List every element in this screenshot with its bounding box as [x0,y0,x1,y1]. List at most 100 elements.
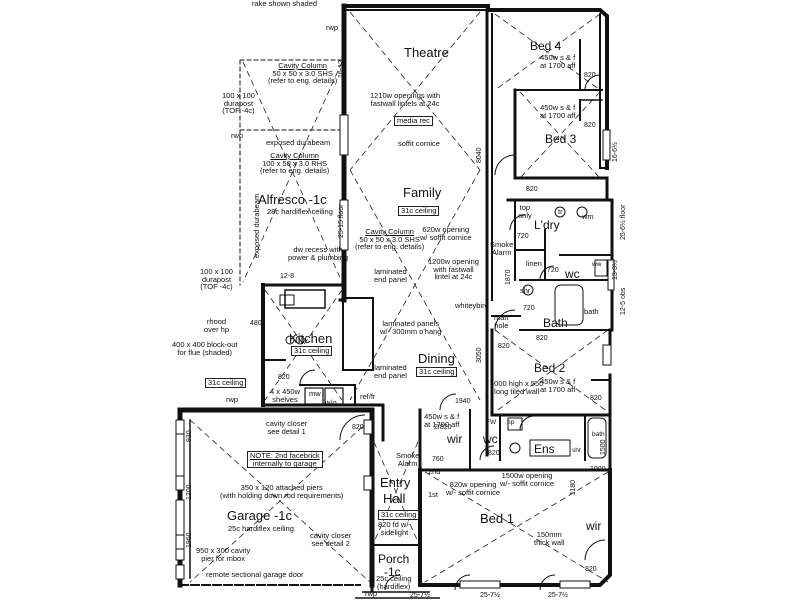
man-hole-a: man [494,313,509,322]
fw-label: FW [486,419,497,426]
smoke-alarm-2: Smoke Alarm [396,452,419,467]
fixtures [279,206,608,459]
durapost-2-type: durapost [201,274,232,284]
room-bed2: Bed 2 [534,361,566,375]
note-2nd-b: internally to garage [252,458,317,468]
sidelight-a: 820 fd w/- [378,520,411,529]
thick-wall-note: 150mm thick wall [534,531,564,546]
pier-350-b: (with holding down rod requirements) [220,490,344,500]
dim-25-7-a: 25-7½ [410,592,430,599]
rwp-label-1: rwp [326,23,339,32]
note-2nd-a: NOTE: 2nd facebrick [250,451,320,460]
dim-1960: 1960 [186,532,193,548]
opening-820-b: w/- soffit cornice [446,487,501,497]
dim-820-bed2-robe: 820 [590,395,602,402]
sidelight-b: sidelight [380,527,409,537]
bed2-robe-a: 450w s & f [540,377,576,386]
laminated-panels-note: laminated panels w/- 300mm o'hang [380,320,441,335]
room-wc1: wc [565,267,580,281]
opening-620-size: 620w opening [422,225,470,234]
note-2nd-facebrick: NOTE: 2nd facebrick internally to garage [247,451,323,468]
bed3-robe-a: 450w s & f [540,103,576,112]
dim-820-garage-door: 820 [352,424,364,431]
top-only-a: top [519,203,531,212]
durapost-1-size: 100 x 100 [222,91,255,100]
bed2-window-a: 1000 high x 550 [490,379,544,388]
room-wc2: wc [483,432,498,446]
bed3-robe-note: 450w s & f at 1700 aff [540,104,575,119]
cavity-closer-2-b: see detail 2 [311,538,350,548]
cavity-closer-2-a: cavity closer [310,531,352,540]
second-label: 2nd [428,467,441,476]
rwp-label-3: rwp [226,395,239,404]
bath2-label: bath [592,431,605,438]
top-only-note: top only [518,204,532,219]
hp-label: hp [507,419,515,426]
room-porch: Porch [378,552,410,566]
smoke-alarm-2-a: Smoke [396,451,420,460]
thick-wall-b: thick wall [534,537,565,547]
sidelight-note: 820 fd w/- sidelight [378,521,411,536]
room-laundry: L'dry [534,218,560,232]
cavity-column-1-title: Cavity Column [278,61,327,70]
porch-ceiling-note: 25c ceiling (hardiflex) [376,575,411,590]
opening-1500-a: 1500w opening [501,471,553,480]
cavity-column-3-size: 50 x 50 x 3.0 SHS [359,234,420,244]
ww-label: ww [592,261,602,268]
dim-25-15: 25-15 floor [338,204,345,238]
dim-910: 930 [186,430,193,442]
durapost-2-tof: (TOF -4c) [200,282,233,291]
blockout-note: 400 x 400 block-out for flue (shaded) [172,341,237,356]
cavity-column-3-title: Cavity Column [365,227,414,236]
alfresco-ceiling-note: 28c hardiflex ceiling [267,207,333,216]
hall-ceiling-badge: 31c ceiling [378,510,420,520]
bed2-window-note: 1000 high x 550 long tiled wall [490,380,543,395]
dw-recess-note: dw recess with power & plumbing [288,246,348,261]
porch-step [355,591,440,599]
cavity-column-2-size: 100 x 50 x 3.0 RHS [262,158,328,168]
laminated-end-panel-1: laminated end panel [374,268,407,283]
pier-350-a: 350 x 120 attached piers [240,483,323,492]
blockout-b: for flue (shaded) [177,347,233,357]
laminated-end-1-b: end panel [374,274,407,284]
dim-760: 760 [432,456,444,463]
porch-ceiling-a: 25c ceiling [376,574,412,583]
smoke-alarm-1-a: Smoke [490,240,514,249]
pier-350-note: 350 x 120 attached piers (with holding d… [220,484,343,499]
cavity-column-1-size: 50 x 50 x 3.0 SHS [272,68,333,78]
opening-1500-note: 1500w opening w/- soffit cornice [500,472,554,487]
opening-1200-note: 1200w opening with fastwall lintel at 24… [428,258,479,281]
remote-door-note: remote sectional garage door [206,570,304,579]
bed2-window-b: long tiled wall [494,386,540,396]
tr-label: tr [558,207,563,216]
bed2-robe-note: 450w s & f at 1700 aff [540,378,575,393]
ref-fr-label: ref/fr [360,392,376,401]
opening-820-note: 820w opening w/- soffit cornice [446,481,500,496]
opening-620-note: 620w opening w/ soffit cornice [420,226,472,241]
room-theatre: Theatre [404,45,449,60]
durapost-1: 100 x 100 durapost (TOF -4c) [222,92,255,115]
durapost-1-tof: (TOF -4c) [222,106,255,115]
exposed-durabeam-vertical: exposed durabeam [252,193,261,258]
cavity-column-3: Cavity Column 50 x 50 x 3.0 SHS (refer t… [355,228,424,251]
garage-piers [175,419,373,580]
room-dining: Dining [418,351,455,366]
wir-shelf-a: 450w s & f [424,412,460,421]
room-bath: Bath [543,316,568,330]
rwp-label-4: rwp [365,589,378,598]
opening-1500-b: w/- soffit cornice [500,478,555,488]
cavity-closer-1-a: cavity closer [266,419,308,428]
smoke-alarm-1-b: Alarm [491,247,512,257]
wir-shelf-note: 450w s & f at 1700 aff [424,413,459,428]
whiteybird-note: whiteybird [455,301,489,310]
room-bed3: Bed 3 [545,132,577,146]
laminated-panels-b: w/- 300mm o'hang [380,326,442,336]
room-ens: Ens [534,442,555,456]
shelves-count: 4 x 450w [270,387,301,396]
smoke-alarm-1: Smoke Alarm [490,241,513,256]
rake-note: rake shown shaded [252,0,318,8]
mw-label: mw [309,389,321,398]
shelves-label: shelves [272,394,298,404]
soffit-cornice-note: soffit cornice [398,139,440,148]
dim-16-12: 16-12 [338,60,345,78]
